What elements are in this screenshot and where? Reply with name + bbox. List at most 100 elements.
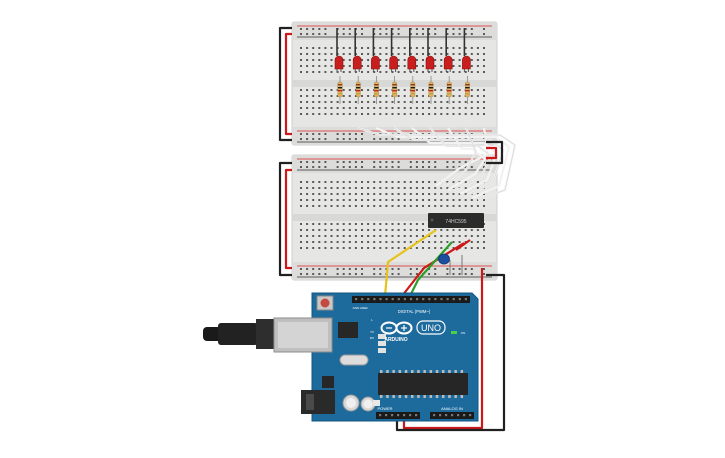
chip-pin: [460, 395, 464, 398]
chip-pin: [435, 370, 439, 373]
header-pin: [385, 414, 388, 417]
header-pin: [464, 298, 467, 301]
wire-yellow: [383, 229, 437, 297]
chip-pin: [417, 370, 420, 373]
chip-pin: [460, 370, 464, 373]
power-label: POWER: [377, 406, 392, 411]
shift-register-chip: 74HC595: [428, 213, 484, 228]
wire-red-bottom-left: [284, 168, 292, 270]
chip-pin: [386, 395, 389, 398]
led: [371, 55, 380, 70]
header-pin: [428, 298, 431, 301]
resistor-band: [428, 87, 434, 89]
header-pin: [373, 298, 376, 301]
resistor-band: [447, 84, 452, 86]
resistor-row: [337, 76, 470, 104]
header-pin: [434, 298, 437, 301]
resistor-band: [465, 84, 470, 86]
led-row: [334, 55, 471, 70]
chip-pin: [380, 370, 383, 373]
on-led: [451, 331, 457, 334]
chip-pin: [454, 370, 457, 373]
led: [443, 55, 453, 70]
header-pin: [469, 414, 472, 417]
gnd-label: GND: [353, 306, 361, 310]
uno-badge: [416, 320, 446, 335]
chip-label: 74HC595: [445, 219, 466, 225]
on-label: ON: [461, 331, 466, 335]
chip-pin: [392, 370, 395, 373]
resistor-band: [337, 87, 343, 89]
chip-pin: [392, 395, 395, 398]
chip-pin: [423, 370, 426, 373]
rx-label: RX: [370, 336, 374, 340]
header-pin: [440, 298, 443, 301]
chip-pin: [417, 395, 420, 398]
uno-text: UNO: [421, 323, 441, 333]
chip-pin: [448, 370, 451, 373]
wire-black-right-to-gnd: [395, 273, 506, 432]
aref-label: AREF: [360, 306, 368, 310]
resistor-band: [410, 87, 415, 89]
arduino-uno-board: ARDUINO UNO DIGITAL (PWM~) POWER ANALOG …: [203, 292, 479, 422]
led: [462, 55, 471, 70]
header-pin: [379, 298, 382, 301]
capacitor: [438, 253, 450, 265]
chip-pin: [386, 370, 389, 373]
wire-red-short: [455, 239, 471, 251]
chip-pin: [429, 370, 433, 373]
resistor-band: [356, 90, 361, 92]
header-pin: [452, 298, 455, 301]
led: [425, 55, 435, 70]
chip-pin: [411, 370, 414, 373]
resistor-band: [374, 90, 379, 92]
resistor-band: [392, 84, 397, 86]
resistor-band: [356, 93, 361, 95]
resistor-band: [465, 87, 470, 89]
resistor-band: [374, 87, 379, 89]
header-pin: [361, 298, 364, 301]
resistor-band: [392, 90, 397, 92]
wire-black-bottom-left: [278, 161, 292, 277]
header-pin: [391, 414, 394, 417]
chip-pin: [454, 395, 457, 398]
led: [334, 55, 344, 70]
resistor-band: [356, 87, 361, 89]
arduino-logo: [380, 321, 413, 335]
resistor-band: [374, 93, 379, 95]
white-signal-wires-outline: [357, 127, 516, 201]
header-pin: [409, 298, 413, 301]
header-pin: [355, 298, 358, 301]
chip-pin: [380, 395, 383, 398]
header-pin: [451, 414, 454, 417]
chip-pin: [398, 395, 402, 398]
header-pin: [385, 298, 388, 301]
resistor-band: [374, 84, 379, 86]
resistor-band: [410, 90, 415, 92]
header-pin: [403, 298, 406, 301]
resistor-band: [356, 84, 361, 86]
resistor-band: [465, 93, 470, 95]
chip-pin: [442, 370, 445, 373]
atmega-chip: [378, 373, 468, 395]
resistor-band: [337, 93, 343, 95]
header-pin: [463, 414, 466, 417]
header-pin: [409, 414, 412, 417]
header-pin: [415, 414, 418, 417]
wire-black-bridge-right: [486, 140, 504, 165]
resistor-band: [447, 93, 452, 95]
wire-red-top-left: [284, 32, 292, 136]
header-pin: [445, 414, 448, 417]
chip-pin: [435, 395, 439, 398]
header-pin: [458, 298, 461, 301]
header-pin: [439, 414, 442, 417]
header-pin: [379, 414, 382, 417]
header-pin: [397, 298, 400, 301]
chip-pin: [423, 395, 426, 398]
led: [389, 55, 398, 70]
led: [352, 55, 362, 70]
chip-pin: [398, 370, 402, 373]
resistor-band: [337, 90, 343, 92]
